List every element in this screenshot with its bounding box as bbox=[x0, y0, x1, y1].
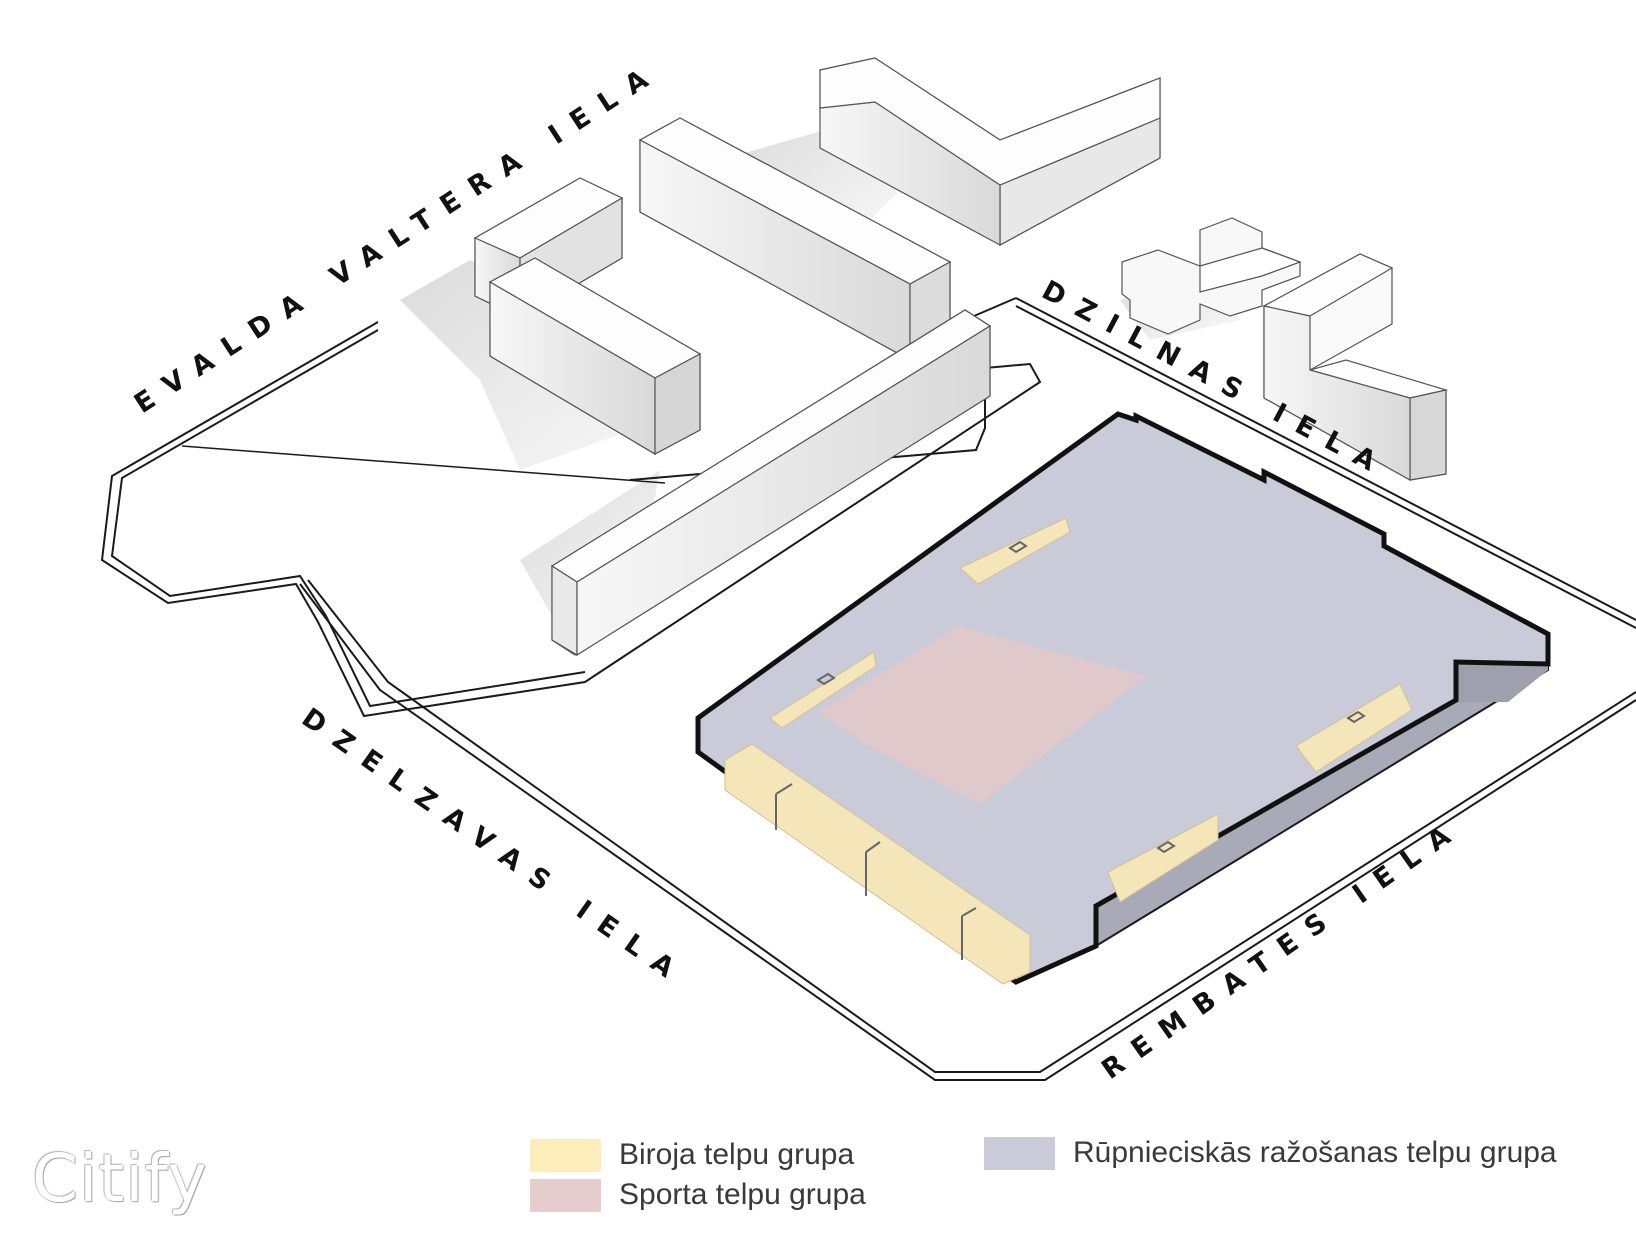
legend-swatch-office bbox=[530, 1138, 601, 1172]
left-site-boundary bbox=[100, 321, 1042, 718]
legend-swatch-industrial bbox=[984, 1136, 1055, 1170]
legend-label-sport: Sporta telpu grupa bbox=[619, 1178, 866, 1211]
legend-label-industrial: Rūpnieciskās ražošanas telpu grupa bbox=[1073, 1136, 1557, 1169]
sport-zone bbox=[818, 626, 1146, 804]
legend-swatch-sport bbox=[530, 1178, 601, 1212]
industrial-roof bbox=[695, 411, 1551, 985]
legend-item-sport: Sporta telpu grupa bbox=[530, 1178, 866, 1212]
legend-item-industrial: Rūpnieciskās ražošanas telpu grupa bbox=[984, 1136, 1557, 1170]
legend-label-office: Biroja telpu grupa bbox=[619, 1138, 855, 1171]
legend-item-office: Biroja telpu grupa bbox=[530, 1138, 854, 1172]
citify-watermark: Citify bbox=[32, 1140, 208, 1217]
street-label-dzelzavas: DZELZAVAS IELA bbox=[296, 702, 692, 992]
roof-details bbox=[775, 540, 1366, 960]
neighbor-buildings bbox=[473, 57, 1449, 657]
main-building bbox=[695, 411, 1551, 985]
